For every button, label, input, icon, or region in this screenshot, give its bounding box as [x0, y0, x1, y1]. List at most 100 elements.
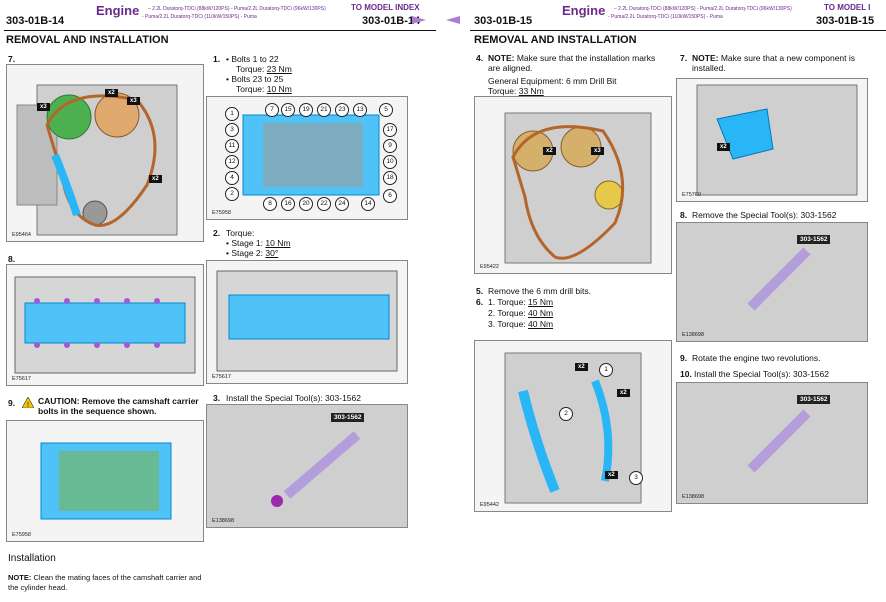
step-2-stage-1: • Stage 1: 10 Nm	[226, 238, 291, 248]
model-index-link[interactable]: TO MODEL I	[824, 3, 871, 12]
bolt-sequence-illustration	[40, 442, 172, 520]
bolt-number: 12	[225, 155, 239, 169]
bolt-number: 8	[263, 197, 277, 211]
figure-bolt-sequence-2: 7 15 19 21 23 13 5 1 3 11 12 4 2 17 9 10…	[206, 96, 408, 220]
sequence-number: 2	[559, 407, 573, 421]
figure-installation-marks: x2 x3 E95422	[474, 96, 672, 274]
bolt-number: 22	[317, 197, 331, 211]
tensioner-illustration	[504, 352, 642, 504]
note-text: Clean the mating faces of the camshaft c…	[8, 573, 202, 592]
section-title: REMOVAL AND INSTALLATION	[6, 34, 169, 46]
bolt-number: 20	[299, 197, 313, 211]
figure-new-component: x2 E75760	[676, 78, 868, 202]
section-title: REMOVAL AND INSTALLATION	[474, 34, 637, 46]
sequence-number: 3	[629, 471, 643, 485]
figure-camshaft-carrier-1: E75617	[6, 264, 204, 386]
page-code-left: 303-01B-15	[474, 15, 533, 27]
sequence-number: 1	[599, 363, 613, 377]
step-8-num: 8.	[680, 210, 688, 220]
step-2-stage-2: • Stage 2: 30°	[226, 248, 279, 258]
figure-id: E95442	[480, 502, 499, 508]
installation-heading: Installation	[8, 553, 56, 564]
bolt-number: 2	[225, 187, 239, 201]
figure-id: E138698	[682, 332, 705, 338]
bolt-number: 5	[379, 103, 393, 117]
right-page: Engine – 2.2L Duratorq-TDCi (88kW/120PS)…	[466, 0, 886, 602]
bolt-number: 4	[225, 171, 239, 185]
bolt-number: 10	[383, 155, 397, 169]
bolt-number: 15	[281, 103, 295, 117]
step-4-equipment: General Equipment: 6 mm Drill Bit	[488, 76, 617, 86]
header-rule	[470, 30, 886, 31]
x-tag: x2	[149, 175, 162, 183]
bolt-number: 13	[353, 103, 367, 117]
figure-special-tool-3: 303-1562 E138698	[676, 382, 868, 504]
x-tag: x2	[605, 471, 618, 479]
bolt-number: 21	[317, 103, 331, 117]
bolt-number: 1	[225, 107, 239, 121]
step-1-torque-1: Torque: 23 Nm	[236, 64, 292, 74]
figure-special-tool-2: 303-1562 E138698	[676, 222, 868, 342]
camshaft-carrier-illustration	[216, 270, 398, 372]
figure-id: E138698	[682, 494, 705, 500]
step-7-num: 7.	[680, 53, 688, 63]
figure-id: E138698	[212, 518, 235, 524]
page-code-right: 303-01B-14	[362, 15, 421, 27]
figure-camshaft-carrier-2: E75617	[206, 260, 408, 384]
step-1-num: 1.	[213, 54, 221, 64]
step-1-bullet-1: • Bolts 1 to 22	[226, 54, 279, 64]
header-subtitle-2: - Puma/2.2L Duratorq-TDCi (110kW/150PS) …	[608, 14, 723, 20]
page-code-right: 303-01B-15	[816, 15, 875, 27]
camshaft-carrier-illustration	[14, 276, 196, 374]
bolt-number: 7	[265, 103, 279, 117]
step-8-text: Remove the Special Tool(s): 303-1562	[692, 210, 837, 220]
step-6-torque-1: 1. Torque: 15 Nm	[488, 297, 554, 307]
left-page: Engine – 2.2L Duratorq-TDCi (88kW/120PS)…	[0, 0, 440, 602]
step-9-num: 9.	[680, 353, 688, 363]
figure-special-tool-1: 303-1562 E138698	[206, 404, 408, 528]
figure-id: E95464	[12, 232, 31, 238]
step-1-bullet-2: • Bolts 23 to 25	[226, 74, 284, 84]
step-4-torque: Torque: 33 Nm	[488, 86, 544, 96]
x-tag: x3	[591, 147, 604, 155]
next-page-arrow-icon[interactable]	[412, 14, 434, 26]
component-illustration	[696, 84, 858, 196]
step-10-num: 10.	[680, 369, 692, 379]
tool-tag: 303-1562	[331, 413, 365, 422]
figure-bolt-sequence-1: E75958	[6, 420, 204, 542]
bolt-number: 19	[299, 103, 313, 117]
step-8-label: 8.	[8, 254, 16, 264]
bolt-number: 18	[383, 171, 397, 185]
x-tag: x2	[543, 147, 556, 155]
bolt-number: 23	[335, 103, 349, 117]
step-10-text: Install the Special Tool(s): 303-1562	[694, 369, 829, 379]
figure-id: E75760	[682, 192, 701, 198]
step-6-torque-2: 2. Torque: 40 Nm	[488, 308, 554, 318]
timing-chain-illustration	[16, 84, 178, 236]
bolt-number: 11	[225, 139, 239, 153]
tool-tag: 303-1562	[797, 235, 831, 244]
previous-page-arrow-icon[interactable]	[440, 14, 462, 26]
bolt-number: 16	[281, 197, 295, 211]
figure-id: E75958	[212, 210, 231, 216]
header-subtitle-1: – 2.2L Duratorq-TDCi (88kW/120PS) - Puma…	[148, 6, 326, 12]
header-subtitle-1: – 2.2L Duratorq-TDCi (88kW/120PS) - Puma…	[614, 6, 792, 12]
figure-id: E75617	[12, 376, 31, 382]
bolt-number: 6	[383, 189, 397, 203]
step-2-num: 2.	[213, 228, 221, 238]
caution-icon: !	[21, 396, 35, 410]
header-rule	[4, 30, 436, 31]
step-9-text: Rotate the engine two revolutions.	[692, 353, 821, 363]
figure-id: E95422	[480, 264, 499, 270]
x-tag: x3	[127, 97, 140, 105]
x-tag: x2	[617, 389, 630, 397]
bolt-sequence-illustration	[242, 114, 380, 196]
special-tool-illustration	[207, 405, 407, 527]
step-6-num: 6.	[476, 297, 484, 307]
x-tag: x2	[105, 89, 118, 97]
header-subtitle-2: - Puma/2.2L Duratorq-TDCi (110kW/150PS) …	[142, 14, 257, 20]
step-4-num: 4.	[476, 53, 484, 63]
special-tool-illustration	[677, 383, 867, 503]
model-index-link[interactable]: TO MODEL INDEX	[351, 3, 420, 12]
figure-tensioner-sequence: x2 x2 x2 1 2 3 E95442	[474, 340, 672, 512]
